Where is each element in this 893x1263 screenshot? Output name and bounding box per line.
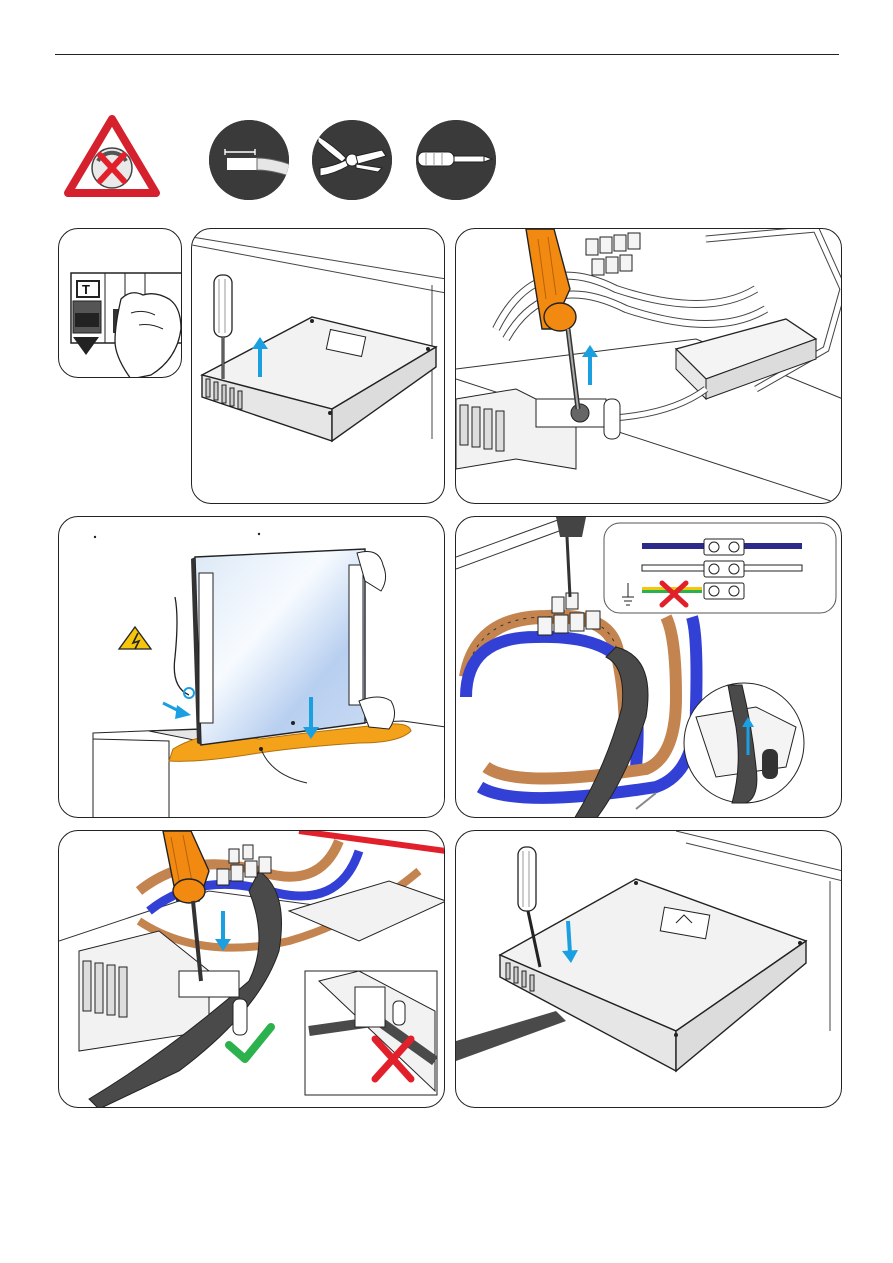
step-1-switch-off-breaker: T <box>58 228 182 378</box>
header-rule <box>55 54 839 55</box>
breaker-label: T <box>82 282 90 297</box>
step-5-connect-wires <box>455 516 842 818</box>
wire-stripper-icon <box>209 120 289 200</box>
step-4-position-mirror <box>58 516 445 818</box>
no-power-warning-icon <box>62 113 162 201</box>
step-6-tighten-cable-clamp <box>58 830 445 1108</box>
pliers-icon <box>312 120 392 200</box>
screwdriver-icon <box>416 120 496 200</box>
step-3-unscrew-cable-clamp <box>455 228 842 504</box>
step-2-unscrew-cover <box>191 228 445 504</box>
step-7-refit-cover <box>455 830 842 1108</box>
